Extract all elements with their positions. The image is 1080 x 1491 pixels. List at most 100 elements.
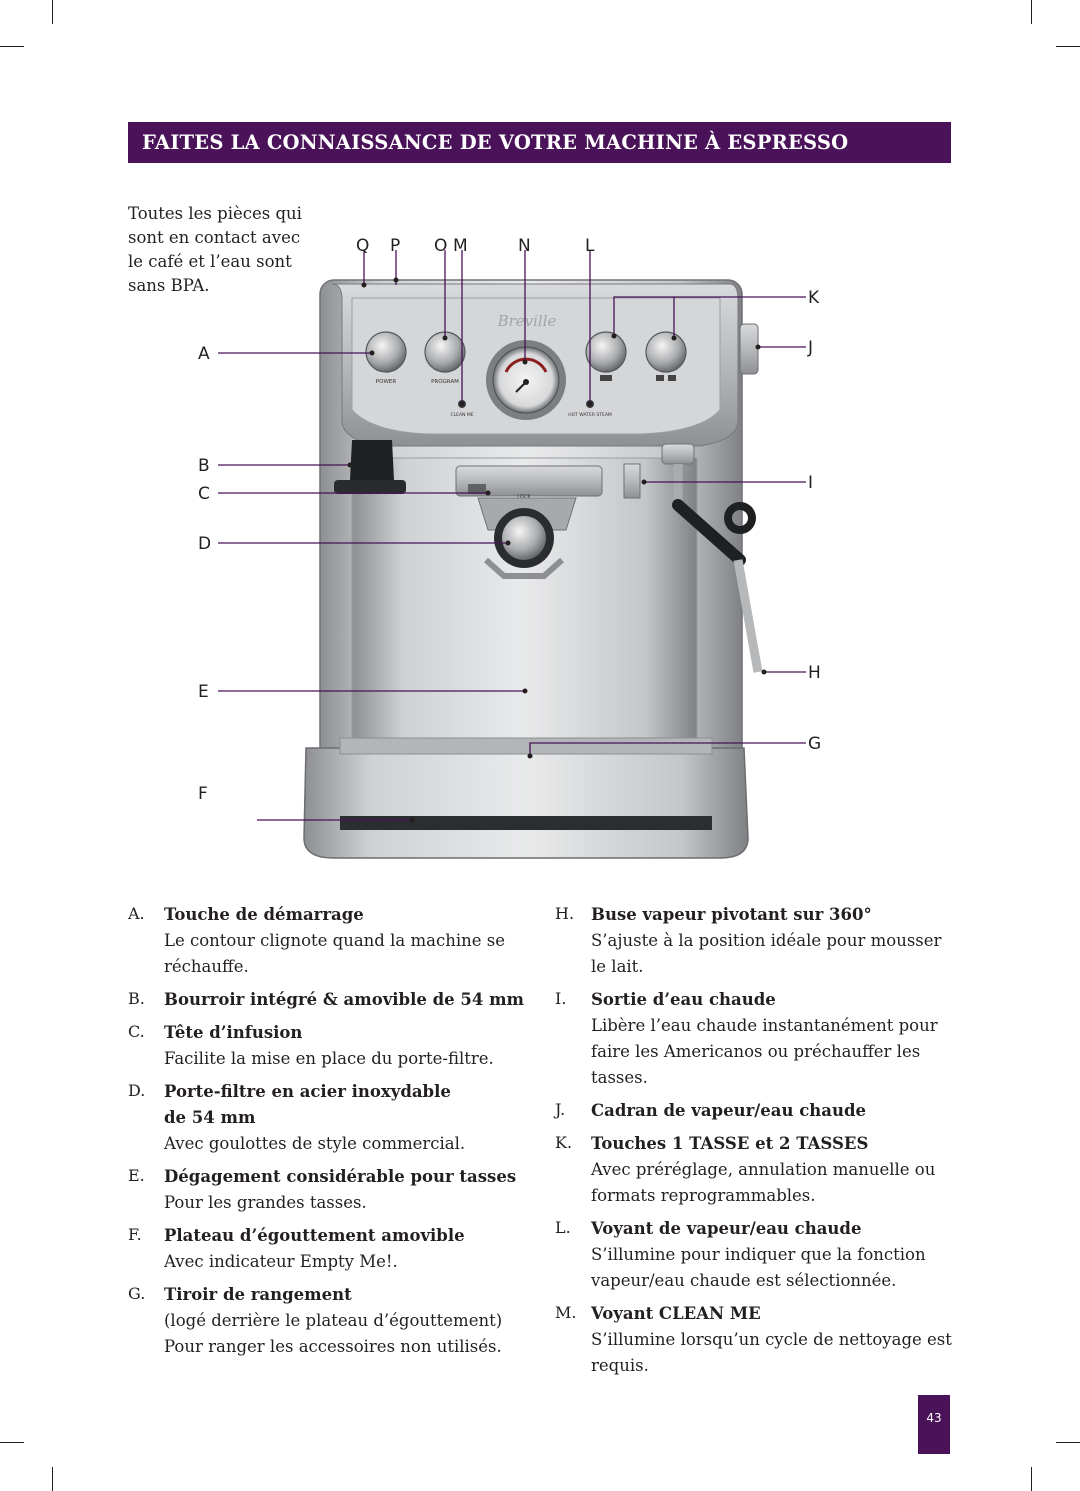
pressure-gauge: [486, 340, 566, 420]
part-item-e: E. Dégagement considérable pour tasses P…: [128, 1164, 538, 1216]
page-number: 43: [926, 1411, 942, 1425]
part-item-b: B. Bourroir intégré & amovible de 54 mm: [128, 987, 538, 1013]
portafilter[interactable]: [477, 497, 577, 579]
part-item-f: F. Plateau d’égouttement amovible Avec i…: [128, 1223, 538, 1275]
brand-logo: Breville: [497, 312, 557, 330]
two-cup-icon: [656, 375, 664, 381]
part-title: Voyant de vapeur/eau chaude: [591, 1219, 862, 1238]
part-item-m: M. Voyant CLEAN ME S’illumine lorsqu’un …: [555, 1301, 955, 1379]
callout-f: F: [198, 784, 208, 804]
part-letter: H.: [555, 904, 575, 923]
bpa-note: Toutes les pièces qui sont en contact av…: [128, 204, 302, 295]
callout-h: H: [808, 663, 821, 683]
steam-dial[interactable]: [739, 323, 759, 375]
power-button-label: POWER: [376, 379, 397, 385]
part-description: (logé derrière le plateau d’égouttement)…: [164, 1311, 503, 1356]
callout-q: Q: [356, 236, 369, 256]
part-item-j: J. Cadran de vapeur/eau chaude: [555, 1098, 955, 1124]
espresso-machine-diagram: Breville POWER PROGRAM CLEAN ME HOT WATE…: [198, 236, 821, 859]
part-title: Touche de démarrage: [164, 905, 364, 924]
callout-m: M: [453, 236, 468, 256]
part-letter: J.: [555, 1100, 566, 1119]
crop-mark: [0, 46, 24, 47]
part-item-l: L. Voyant de vapeur/eau chaude S’illumin…: [555, 1216, 955, 1294]
part-description: Avec préréglage, annulation manuelle ou …: [591, 1160, 936, 1205]
crop-mark: [52, 0, 53, 24]
part-letter: I.: [555, 989, 567, 1008]
part-letter: M.: [555, 1303, 577, 1322]
part-title: Tiroir de rangement: [164, 1285, 352, 1304]
part-letter: B.: [128, 989, 145, 1008]
hot-water-outlet: [623, 463, 641, 499]
part-title: Buse vapeur pivotant sur 360°: [591, 905, 872, 924]
crop-mark: [52, 1467, 53, 1491]
part-title: Sortie d’eau chaude: [591, 990, 776, 1009]
part-title: Dégagement considérable pour tasses: [164, 1167, 517, 1186]
crop-mark: [1056, 46, 1080, 47]
program-button-label: PROGRAM: [431, 379, 459, 385]
callout-l: L: [585, 236, 595, 256]
brew-head: LOCK: [455, 465, 603, 500]
part-description: Facilite la mise en place du porte-filtr…: [164, 1049, 494, 1068]
crop-mark: [1056, 1442, 1080, 1443]
part-letter: A.: [128, 904, 145, 923]
two-cup-icon: [668, 375, 676, 381]
part-item-a: A. Touche de démarrage Le contour cligno…: [128, 902, 538, 980]
part-title: Plateau d’égouttement amovible: [164, 1226, 465, 1245]
callout-b: B: [198, 456, 210, 476]
header-banner: FAITES LA CONNAISSANCE DE VOTRE MACHINE …: [128, 122, 951, 163]
part-item-c: C. Tête d’infusion Facilite la mise en p…: [128, 1020, 538, 1072]
callout-o: O: [434, 236, 447, 256]
parts-list-right: H. Buse vapeur pivotant sur 360° S’ajust…: [555, 902, 955, 1386]
part-item-g: G. Tiroir de rangement (logé derrière le…: [128, 1282, 538, 1360]
part-item-h: H. Buse vapeur pivotant sur 360° S’ajust…: [555, 902, 955, 980]
part-title: Bourroir intégré & amovible de 54 mm: [164, 990, 525, 1009]
part-item-d: D. Porte-filtre en acier inoxydable de 5…: [128, 1079, 538, 1157]
part-title: Touches 1 TASSE et 2 TASSES: [591, 1134, 869, 1153]
crop-mark: [1031, 0, 1032, 24]
callout-c: C: [198, 484, 210, 504]
part-description: Pour les grandes tasses.: [164, 1193, 367, 1212]
callout-e: E: [198, 682, 209, 702]
part-letter: E.: [128, 1166, 145, 1185]
callout-n: N: [518, 236, 531, 256]
part-letter: F.: [128, 1225, 142, 1244]
crop-mark: [1031, 1467, 1032, 1491]
part-description: S’ajuste à la position idéale pour mouss…: [591, 931, 942, 976]
part-item-i: I. Sortie d’eau chaude Libère l’eau chau…: [555, 987, 955, 1091]
callout-dots: [347, 277, 767, 823]
part-description: Avec goulottes de style commercial.: [164, 1134, 466, 1153]
integrated-tamper[interactable]: [334, 440, 406, 494]
part-title: Tête d’infusion: [164, 1023, 303, 1042]
lock-label: LOCK: [517, 494, 531, 500]
callout-lines: [218, 250, 806, 821]
page-number-box: 43: [918, 1395, 950, 1454]
parts-list-left: A. Touche de démarrage Le contour cligno…: [128, 902, 538, 1367]
callout-k: K: [808, 288, 820, 308]
two-cup-button[interactable]: [645, 331, 687, 373]
clean-me-label: CLEAN ME: [450, 412, 473, 418]
callout-i: I: [808, 473, 813, 493]
part-description: Le contour clignote quand la machine se …: [164, 931, 505, 976]
callout-p: P: [390, 236, 400, 256]
part-description: Avec indicateur Empty Me!.: [164, 1252, 398, 1271]
steam-light-label: HOT WATER STEAM: [568, 412, 612, 418]
one-cup-button[interactable]: [585, 331, 627, 373]
part-letter: C.: [128, 1022, 145, 1041]
callout-j: J: [807, 338, 813, 358]
part-letter: K.: [555, 1133, 573, 1152]
part-title: Voyant CLEAN ME: [591, 1304, 761, 1323]
steam-wand[interactable]: [661, 443, 763, 673]
page-title: FAITES LA CONNAISSANCE DE VOTRE MACHINE …: [142, 131, 849, 154]
one-cup-icon: [600, 375, 612, 381]
part-description: Libère l’eau chaude instantanément pour …: [591, 1016, 938, 1087]
part-letter: D.: [128, 1081, 146, 1100]
part-item-k: K. Touches 1 TASSE et 2 TASSES Avec prér…: [555, 1131, 955, 1209]
callout-d: D: [198, 534, 211, 554]
callout-g: G: [808, 734, 821, 754]
crop-mark: [0, 1442, 24, 1443]
power-button[interactable]: [365, 331, 407, 373]
part-title: Cadran de vapeur/eau chaude: [591, 1101, 866, 1120]
part-title: Porte-filtre en acier inoxydable de 54 m…: [164, 1082, 451, 1127]
part-description: S’illumine pour indiquer que la fonction…: [591, 1245, 926, 1290]
